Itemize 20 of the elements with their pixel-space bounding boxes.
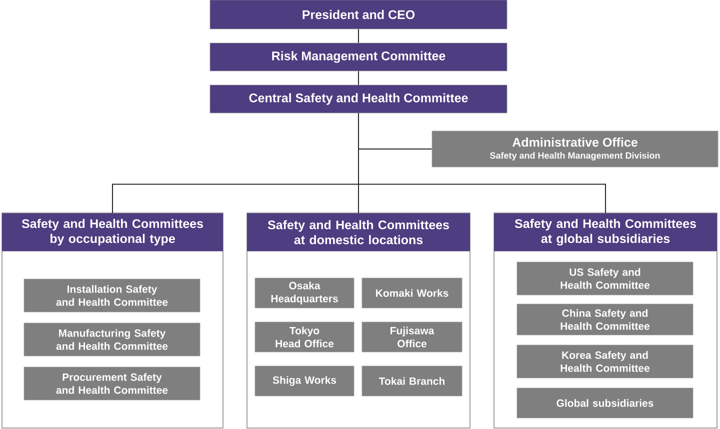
connector-line (358, 70, 359, 86)
connector-line (358, 112, 606, 214)
org-box: Risk Management Committee (210, 42, 508, 72)
committee-box: Manufacturing Safety and Health Committee (24, 322, 200, 356)
committee-box: Tokai Branch (362, 366, 462, 396)
committee-box: China Safety and Health Committee (516, 304, 694, 336)
org-box: Central Safety and Health Committee (210, 84, 508, 114)
committee-box: Procurement Safety and Health Committee (24, 366, 200, 400)
committee-box: Korea Safety and Health Committee (516, 344, 694, 378)
committee-box: US Safety and Health Committee (516, 262, 694, 296)
org-box: President and CEO (210, 0, 508, 30)
connector-line (358, 28, 359, 44)
committee-box: Shiga Works (254, 366, 354, 396)
committee-box: Tokyo Head Office (254, 322, 354, 352)
committee-box: Osaka Headquarters (254, 278, 354, 308)
committee-box: Installation Safety and Health Committee (24, 278, 200, 312)
committee-box: Fujisawa Office (362, 322, 462, 352)
office-box: Administrative Office Safety and Health Management Division (432, 130, 718, 168)
committee-box: Komaki Works (362, 278, 462, 308)
committee-box: Global subsidiaries (516, 388, 694, 418)
